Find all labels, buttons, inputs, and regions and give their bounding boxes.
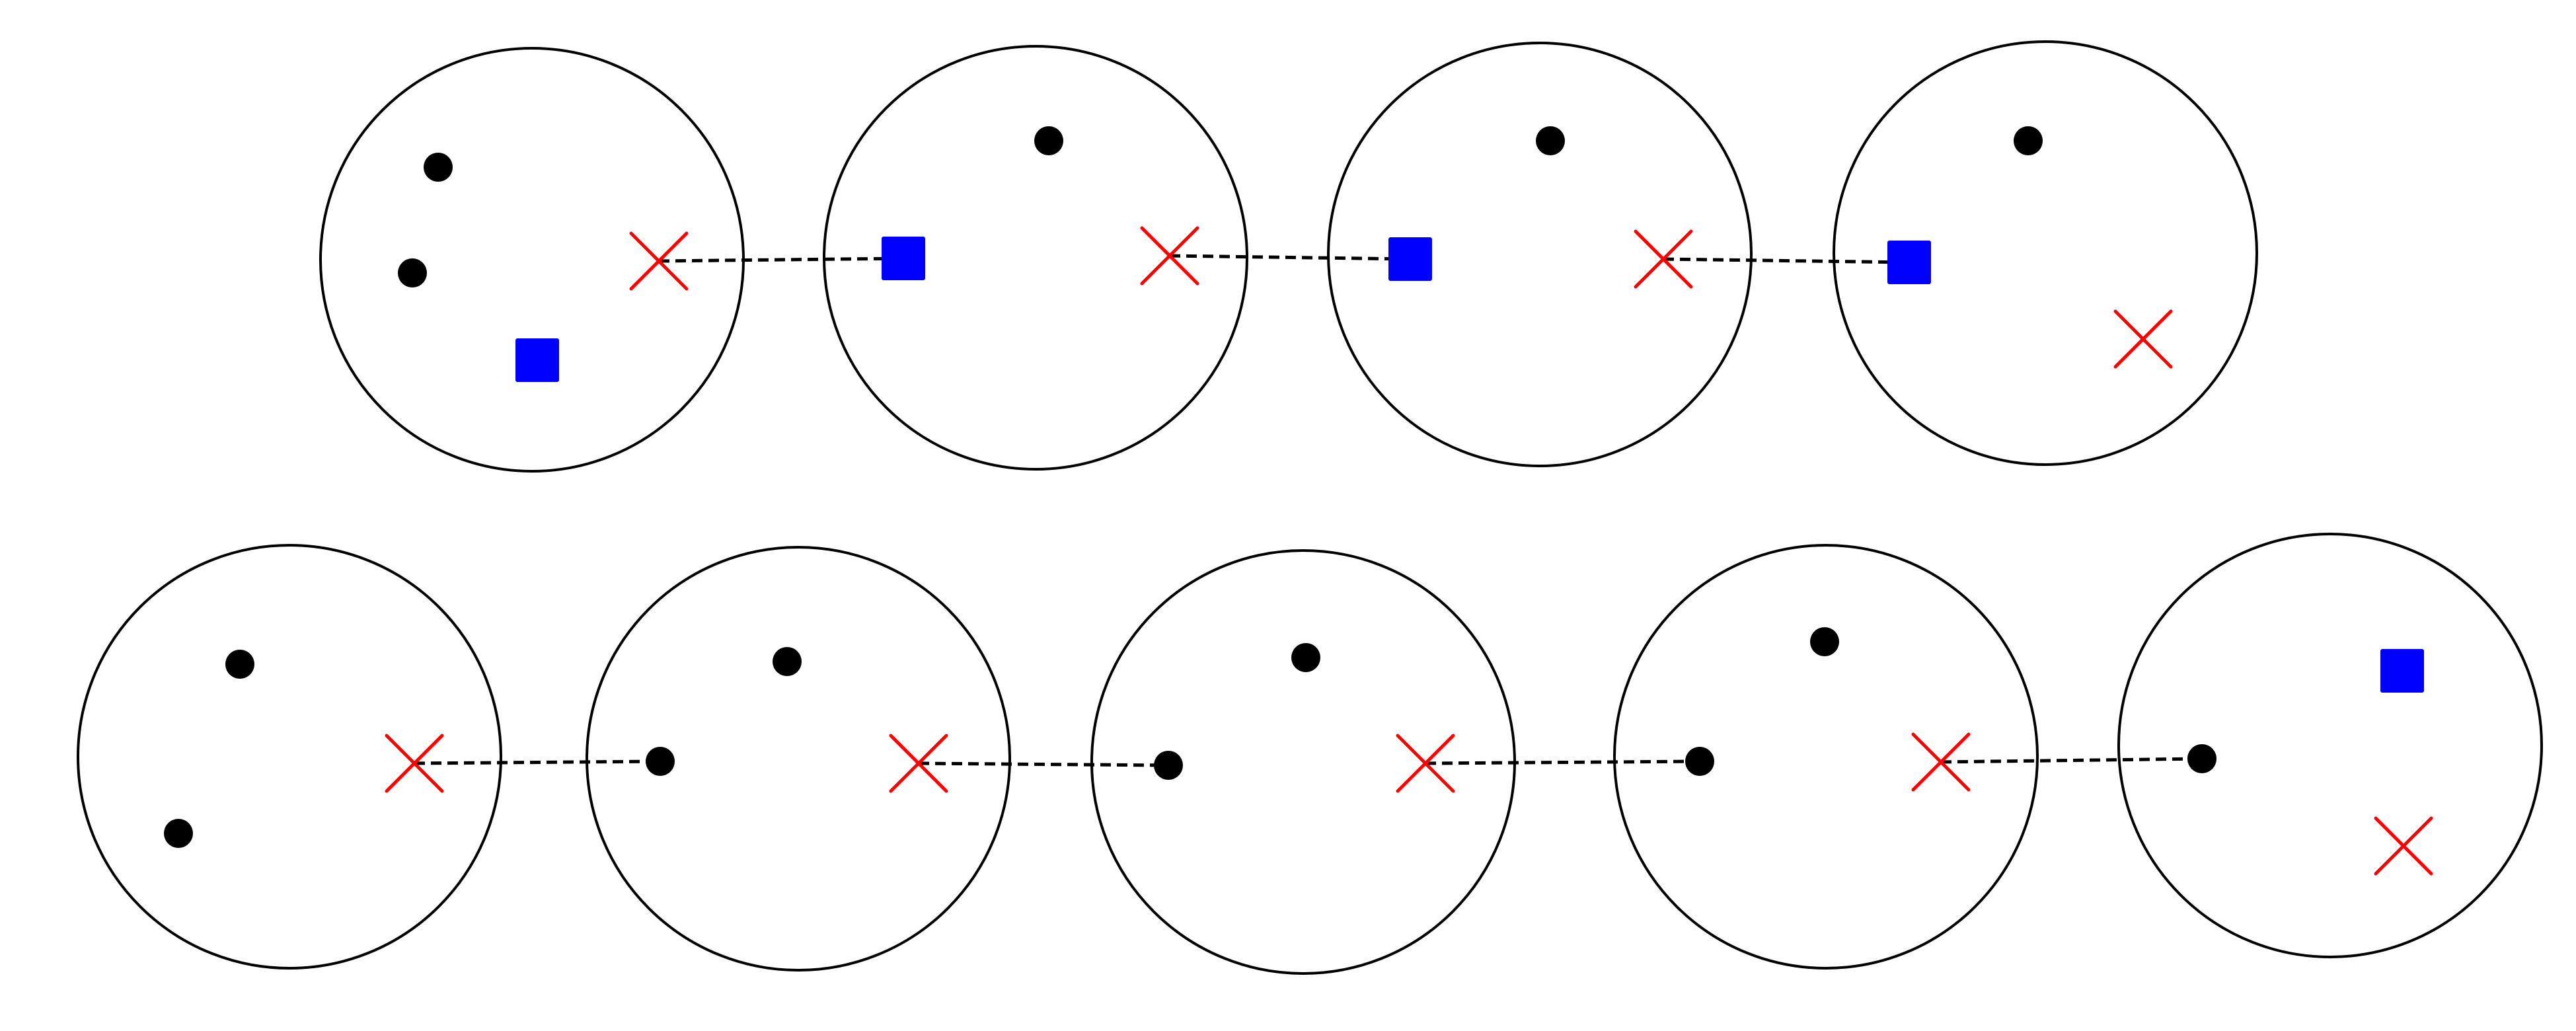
bottom-row-circle-1-dot-1: [225, 650, 254, 679]
top-row-circle-4: [1833, 40, 2258, 466]
top-row-circle-1-dot-2: [398, 258, 427, 287]
bottom-row-circle-5-dot-1: [2187, 744, 2216, 773]
bottom-row-circle-1-dot-2: [164, 819, 193, 848]
top-row-circle-1-cross-4: [629, 231, 689, 291]
bottom-row-circle-5-square-2: [2380, 649, 2424, 693]
bottom-row-circle-3-cross-3: [1396, 734, 1455, 793]
top-row-circle-1: [319, 47, 745, 473]
bottom-row-connector-3: [1425, 759, 1700, 765]
top-row-circle-4-cross-3: [2113, 309, 2173, 369]
bottom-row-circle-4-dot-2: [1685, 747, 1714, 776]
bottom-row-circle-4-dot-1: [1810, 627, 1839, 656]
bottom-row-circle-2: [586, 546, 1011, 972]
bottom-row-circle-1: [77, 544, 502, 970]
top-row-circle-2-square-2: [882, 237, 925, 280]
bottom-row-circle-1-cross-3: [385, 734, 444, 793]
bottom-row-circle-5-cross-3: [2374, 816, 2433, 876]
circles-layer: [77, 40, 2543, 975]
bottom-row-circle-2-dot-2: [646, 747, 675, 776]
top-row-circle-3-cross-3: [1634, 229, 1693, 289]
bottom-row-circle-3-dot-2: [1154, 751, 1183, 780]
bottom-row-circle-2-cross-3: [889, 734, 948, 793]
bottom-row-circle-4-cross-3: [1911, 732, 1971, 792]
bottom-row-circle-4: [1613, 544, 2039, 970]
bottom-row-circle-3: [1090, 549, 1516, 975]
bottom-row-circle-3-dot-1: [1291, 643, 1320, 672]
bottom-row-connector-1: [414, 759, 661, 765]
top-row-connector-2: [1169, 254, 1411, 261]
top-row-connector-1: [658, 256, 904, 263]
top-row-circle-2-cross-3: [1140, 226, 1199, 286]
bottom-row-connector-2: [918, 761, 1169, 767]
bottom-row-circle-5: [2117, 533, 2543, 958]
connectors-layer: [414, 254, 2203, 767]
top-row-circle-1-dot-1: [424, 153, 453, 182]
top-row-circle-4-square-2: [1887, 241, 1931, 284]
top-row-circle-1-square-3: [515, 338, 559, 382]
top-row-circle-4-dot-1: [2014, 126, 2043, 155]
top-row-circle-2-dot-1: [1034, 126, 1063, 155]
top-row-circle-2: [823, 45, 1248, 471]
top-row-circle-3-square-2: [1388, 237, 1432, 281]
top-row-connector-3: [1663, 257, 1910, 264]
bottom-row-connector-4: [1940, 757, 2203, 764]
bottom-row-circle-2-dot-1: [773, 647, 802, 676]
markers-layer: [164, 126, 2433, 876]
top-row-circle-3: [1327, 42, 1753, 467]
top-row-circle-3-dot-1: [1536, 126, 1565, 155]
